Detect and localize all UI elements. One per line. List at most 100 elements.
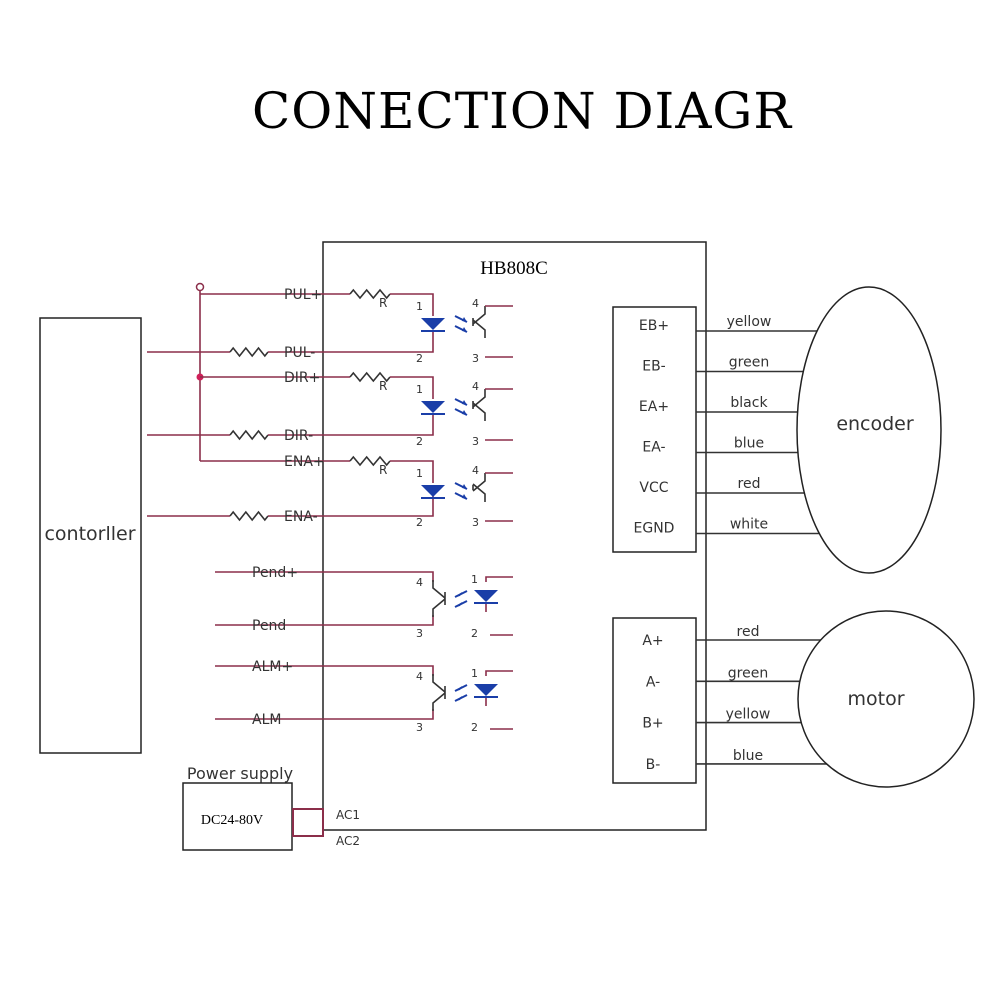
common-positive-bus — [195, 282, 205, 461]
pin-number: 2 — [416, 435, 423, 448]
pin-number: 4 — [472, 380, 479, 393]
motor-pin: B+ yellow — [642, 707, 802, 732]
led-diode-icon — [421, 401, 445, 415]
phototransistor-icon — [472, 306, 486, 338]
pin-number: 4 — [472, 464, 479, 477]
encoder-pin: EA+ black — [639, 395, 798, 415]
pin-number: 3 — [416, 721, 423, 734]
phototransistor-icon — [432, 580, 446, 617]
signal-label: PUL+ — [284, 287, 322, 303]
led-diode-icon — [474, 684, 498, 698]
ac2-label: AC2 — [336, 834, 360, 848]
encoder-label: encoder — [836, 413, 914, 435]
pin-label: A- — [646, 674, 660, 690]
encoder-pin: EA-blue — [642, 436, 798, 456]
encoder-pin: EB+ yellow — [639, 314, 818, 334]
light-emission-icon — [454, 684, 468, 702]
power-connector — [292, 808, 324, 837]
pin-number: 3 — [472, 352, 479, 365]
encoder — [796, 286, 942, 574]
led-diode-icon — [474, 590, 498, 604]
wire-color-label: blue — [734, 436, 764, 452]
controller-box — [39, 317, 142, 754]
motor-connector — [612, 617, 697, 784]
pin-label: EA- — [642, 440, 665, 456]
pin-label: EA+ — [639, 399, 669, 415]
wire-color-label: green — [729, 355, 769, 371]
pin-number: 1 — [471, 573, 478, 586]
wire-color-label: yellow — [727, 314, 772, 330]
wire-color-label: white — [730, 517, 768, 533]
pin-number: 4 — [416, 576, 423, 589]
resistor-icon — [229, 510, 269, 522]
pin-label: EGND — [634, 521, 675, 537]
ac1-label: AC1 — [336, 808, 360, 822]
motor — [797, 610, 975, 788]
wire-color-label: green — [728, 665, 768, 681]
resistor-icon — [229, 429, 269, 441]
driver-box — [322, 241, 707, 831]
led-diode-icon — [421, 485, 445, 499]
wire-color-label: yellow — [726, 707, 771, 723]
wire-color-label: red — [738, 476, 761, 492]
resistor-icon — [229, 346, 269, 358]
signal-label: DIR+ — [284, 370, 320, 386]
pin-label: VCC — [639, 480, 668, 496]
motor-pin: B-blue — [646, 748, 827, 773]
power-supply-title: Power supply — [187, 764, 293, 783]
phototransistor-icon — [472, 389, 486, 421]
led-diode-icon — [421, 318, 445, 332]
wire-color-label: blue — [733, 748, 763, 764]
phototransistor-icon — [432, 674, 446, 711]
encoder-pin: EB-green — [642, 355, 804, 375]
motor-pin: A+red — [642, 624, 821, 649]
signal-label: Pend+ — [252, 565, 298, 581]
diagram-title: CONECTION DIAGR — [252, 82, 792, 140]
pin-number: 2 — [416, 516, 423, 529]
pin-number: 1 — [471, 667, 478, 680]
resistor-label: R — [379, 296, 387, 310]
light-emission-icon — [454, 590, 468, 608]
wire-color-label: black — [730, 395, 768, 411]
motor-label: motor — [847, 688, 904, 710]
phototransistor-icon — [472, 473, 486, 502]
pin-number: 3 — [472, 435, 479, 448]
pin-number: 2 — [471, 627, 478, 640]
light-emission-icon — [454, 482, 468, 500]
motor-pin: A-green — [646, 665, 800, 690]
pin-number: 3 — [416, 627, 423, 640]
pin-label: B- — [646, 757, 661, 773]
pin-label: B+ — [642, 716, 663, 732]
pin-number: 2 — [416, 352, 423, 365]
terminal-node — [195, 282, 205, 292]
power-supply-rating: DC24-80V — [201, 813, 263, 828]
signal-label: Pend — [252, 618, 286, 634]
resistor-icon — [349, 455, 391, 467]
resistor-icon — [349, 371, 391, 383]
resistor-label: R — [379, 463, 387, 477]
controller-label: contorller — [44, 523, 135, 545]
resistor-icon — [349, 288, 391, 300]
pin-number: 1 — [416, 467, 423, 480]
pin-label: EB+ — [639, 318, 669, 334]
pin-number: 4 — [472, 297, 479, 310]
driver-model: HB808C — [480, 258, 548, 279]
encoder-connector — [612, 306, 697, 553]
signal-label: ENA- — [284, 509, 318, 525]
signal-label: ALM+ — [252, 659, 293, 675]
pin-number: 4 — [416, 670, 423, 683]
encoder-pin: VCC red — [639, 476, 805, 496]
pin-label: A+ — [642, 633, 663, 649]
signal-label: PUL- — [284, 345, 315, 361]
signal-label: ENA+ — [284, 454, 325, 470]
encoder-pin: EGND white — [634, 517, 820, 537]
resistor-label: R — [379, 379, 387, 393]
pin-number: 1 — [416, 383, 423, 396]
